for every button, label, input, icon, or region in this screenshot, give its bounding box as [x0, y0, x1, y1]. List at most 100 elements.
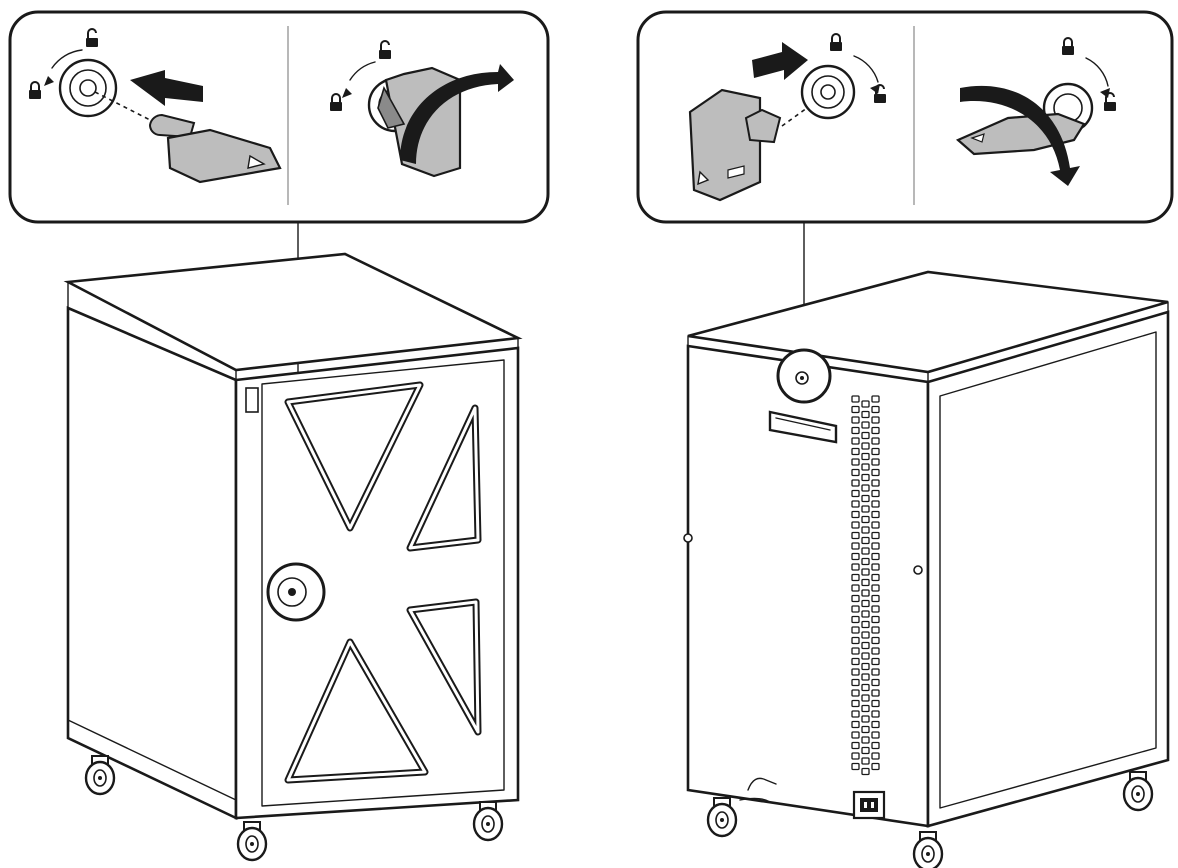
caster-wheel-icon: [472, 800, 504, 842]
vent-slot: [861, 505, 870, 513]
vent-slot: [861, 736, 870, 744]
vent-slot: [861, 442, 870, 450]
vent-slot: [861, 526, 870, 534]
vent-slot: [871, 573, 880, 582]
vent-slot: [851, 657, 860, 666]
vent-slot: [871, 416, 880, 424]
vent-slot: [851, 542, 860, 550]
vent-slot: [861, 547, 870, 555]
vent-slot: [851, 689, 860, 697]
vent-slot: [851, 458, 860, 466]
vent-slot: [851, 752, 860, 760]
cabinet-front-view: [63, 252, 523, 862]
vent-slot: [871, 447, 880, 456]
vent-slot: [871, 584, 880, 592]
vent-slot: [871, 479, 880, 487]
vent-slot: [861, 662, 870, 671]
power-inlet-icon: [852, 790, 886, 820]
vent-slot: [861, 410, 870, 419]
vent-slot: [851, 563, 860, 571]
vent-slot: [851, 395, 860, 403]
vent-slot: [861, 631, 870, 639]
caster-wheel-icon: [84, 754, 116, 796]
vent-icon: [851, 395, 880, 776]
vent-slot: [871, 668, 880, 676]
vent-slot: [871, 689, 880, 697]
vent-slot: [851, 500, 860, 508]
vent-slot: [861, 652, 870, 660]
vent-slot: [861, 578, 870, 587]
vent-slot: [851, 426, 860, 435]
vent-slot: [871, 510, 880, 519]
vent-slot: [851, 605, 860, 613]
vent-slot: [851, 626, 860, 634]
lock-highlight: [266, 562, 326, 622]
caster-wheel-icon: [1122, 770, 1154, 812]
vent-slot: [861, 641, 870, 650]
vent-slot: [871, 552, 880, 561]
lock-highlight: [776, 348, 832, 404]
cabinet-rear-view: [683, 270, 1170, 868]
step-insert-key: [28, 28, 282, 184]
vent-slot: [851, 678, 860, 687]
vent-slot: [861, 694, 870, 702]
arrow-icon: [960, 85, 1080, 186]
vent-slot: [851, 479, 860, 487]
vent-slot: [871, 605, 880, 613]
caster-wheel-icon: [706, 796, 738, 838]
vent-slot: [861, 515, 870, 524]
vent-slot: [871, 521, 880, 529]
vent-slot: [861, 557, 870, 566]
caster-wheel-icon: [236, 820, 268, 862]
vent-slot: [871, 699, 880, 708]
vent-slot: [871, 426, 880, 435]
callout-rear-lock: [636, 10, 1174, 224]
step-turn-key: [955, 37, 1117, 186]
vent-slot: [851, 405, 860, 414]
vent-slot: [851, 731, 860, 739]
vent-slot: [861, 484, 870, 492]
vent-slot: [871, 458, 880, 466]
step-turn-key: [329, 40, 514, 178]
vent-slot: [871, 731, 880, 739]
vent-slot: [861, 473, 870, 482]
vent-slot: [871, 405, 880, 414]
vent-slot: [871, 468, 880, 477]
key-icon: [148, 113, 282, 184]
vent-slot: [871, 678, 880, 687]
vent-slot: [851, 647, 860, 655]
vent-slot: [861, 715, 870, 723]
vent-slot: [871, 626, 880, 634]
vent-slot: [851, 615, 860, 624]
arrow-icon: [130, 70, 203, 106]
vent-slot: [861, 599, 870, 608]
vent-slot: [861, 568, 870, 576]
vent-slot: [861, 673, 870, 681]
vent-slot: [851, 762, 860, 771]
vent-slot: [871, 762, 880, 771]
vent-slot: [851, 699, 860, 708]
vent-slot: [851, 594, 860, 603]
vent-slot: [851, 720, 860, 729]
vent-slot: [871, 710, 880, 718]
vent-slot: [851, 468, 860, 477]
vent-slot: [871, 657, 880, 666]
vent-slot: [861, 494, 870, 503]
vent-slot: [861, 536, 870, 545]
vent-slot: [851, 531, 860, 540]
vent-slot: [871, 437, 880, 445]
vent-slot: [851, 741, 860, 750]
arrow-icon: [400, 64, 514, 164]
door-cutouts: [284, 381, 482, 784]
vent-slot: [851, 668, 860, 676]
vent-slot: [871, 542, 880, 550]
vent-slot: [871, 489, 880, 498]
key-icon: [688, 88, 782, 202]
vent-slot: [851, 521, 860, 529]
vent-slot: [851, 510, 860, 519]
vent-slot: [861, 421, 870, 429]
vent-slot: [861, 683, 870, 692]
vent-slot: [861, 620, 870, 629]
vent-slot: [861, 431, 870, 440]
